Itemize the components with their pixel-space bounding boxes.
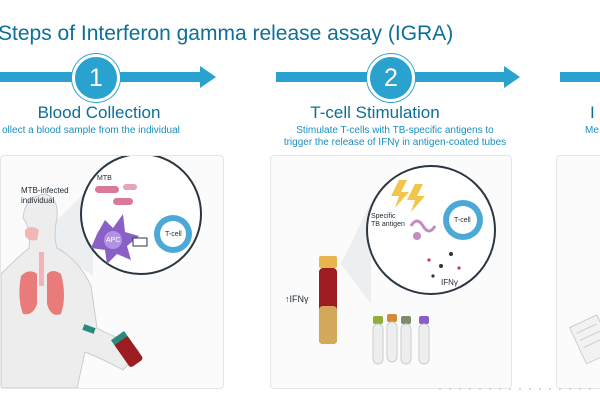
mtb-label: MTB bbox=[97, 175, 112, 182]
ifn-increase-label: ↑IFNγ bbox=[285, 294, 309, 304]
step3-description: Me bbox=[585, 125, 599, 136]
individual-label-line2: individual bbox=[21, 196, 55, 205]
individual-label-line1: MTB-infected bbox=[21, 186, 69, 195]
antigen-label-line1: Specific bbox=[371, 213, 396, 220]
step3-title: I bbox=[590, 103, 595, 122]
step3-progress-bar bbox=[560, 72, 600, 82]
ifn-label: IFNγ bbox=[441, 278, 458, 287]
step2-arrow-icon bbox=[504, 66, 520, 88]
step2-title: T-cell Stimulation bbox=[310, 103, 440, 122]
tcell-label-2: T-cell bbox=[454, 217, 471, 224]
blood-collection-panel: MTB-infected individual MTB APC T-cell bbox=[0, 155, 224, 389]
apc-label: APC bbox=[106, 237, 121, 244]
document-illustration bbox=[568, 314, 600, 365]
step1-description: ollect a blood sample from the individua… bbox=[2, 125, 180, 136]
step2-description-line1: Stimulate T-cells with TB-specific antig… bbox=[296, 125, 494, 136]
antigen-label-line2: TB antigen bbox=[371, 221, 405, 228]
step2-number-badge: 2 bbox=[367, 54, 415, 102]
blood-collection-illustration bbox=[1, 156, 202, 388]
step1-title: Blood Collection bbox=[37, 103, 161, 122]
step1-arrow-icon bbox=[200, 66, 216, 88]
step1-number-badge: 1 bbox=[72, 54, 120, 102]
step2-description-line2: trigger the release of IFNγ in antigen-c… bbox=[283, 137, 507, 148]
page-title: Steps of Interferon gamma release assay … bbox=[0, 22, 454, 45]
tcell-label: T-cell bbox=[165, 231, 182, 238]
step3-panel bbox=[556, 155, 600, 389]
tcell-stimulation-panel: Specific TB antigen T-cell IFNγ ↑IFNγ bbox=[270, 155, 512, 389]
tcell-stimulation-illustration bbox=[319, 165, 496, 365]
watermark-dots bbox=[438, 387, 592, 391]
